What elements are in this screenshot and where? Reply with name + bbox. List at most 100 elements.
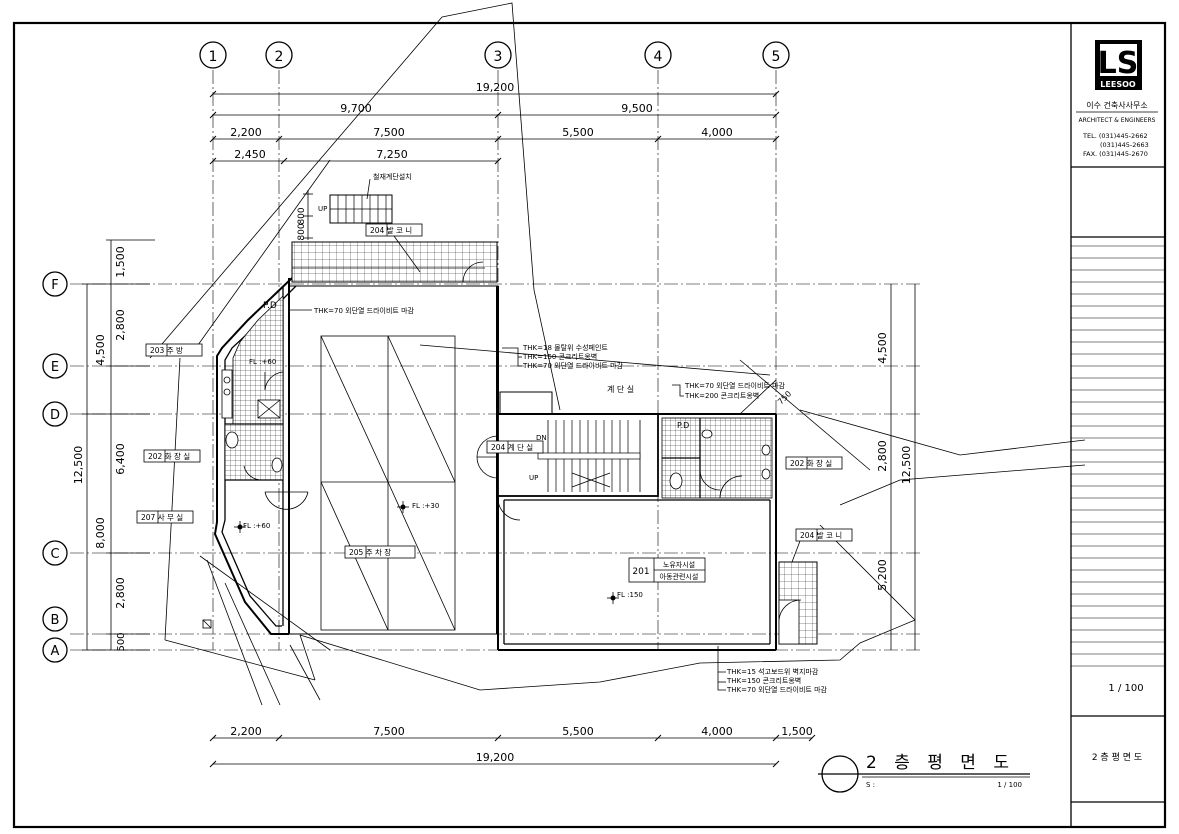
dim-left-1500: 1,500	[114, 246, 127, 278]
grid-axis-label: A	[51, 644, 60, 659]
drawing-title-text: 2 층 평 면 도	[866, 753, 1015, 773]
west-wing: P.D FL :+60 FL :+60	[202, 277, 309, 635]
grid-axis-label: 4	[654, 49, 663, 65]
dim-left-2800b: 2,800	[114, 577, 127, 609]
room-label-text: 205 주 차 장	[349, 547, 391, 557]
grid-axis-row-d: D	[42, 401, 68, 427]
room-label-text: 노유자시설	[663, 560, 695, 569]
room-label-text: 202 화 장 실	[148, 451, 190, 461]
grid-axis-label: 5	[772, 49, 781, 65]
dim-chamfer-750: 750	[776, 389, 793, 406]
grid-axis-label: 2	[275, 49, 284, 65]
dim-top-7250: 7,250	[376, 148, 408, 161]
dim-right-5200: 5,200	[876, 559, 889, 591]
grid-axis-row-b: B	[42, 606, 68, 632]
pd-marker-left: P.D	[263, 301, 277, 311]
dim-bottom-total: 19,200	[476, 751, 515, 764]
fl-kitchen: FL :+60	[249, 358, 276, 366]
firm-korean-name: 이수 건축사사무소	[1086, 100, 1147, 110]
grid-axis-row-a: A	[42, 637, 68, 663]
note-line: THK=15 석고보드위 벽지마감	[726, 667, 819, 676]
note-wall-bottom: THK=15 석고보드위 벽지마감 THK=150 콘크리트옹벽 THK=70 …	[717, 646, 828, 694]
room-label-text: 202 화 장 실	[790, 458, 832, 468]
grid-axis-label: 3	[494, 49, 503, 65]
title-block-drawing-name: 2 층 평 면 도	[1092, 752, 1142, 763]
room-label-203-kitchen: 203 주 방	[145, 343, 203, 357]
firm-english-name: ARCHITECT & ENGINEERS	[1079, 117, 1156, 124]
stair-hall-label: 계 단 실	[607, 384, 634, 394]
dim-left-6400: 6,400	[114, 443, 127, 475]
grid-axis-column-3: 3	[484, 41, 512, 69]
top-balcony	[291, 241, 498, 283]
dim-stair-800b: 800	[297, 223, 307, 240]
grid-axis-row-e: E	[42, 353, 68, 379]
note-wall-right: THK=70 외단열 드라이비트 마감 THK=200 콘크리트옹벽	[672, 381, 786, 400]
site-boundary-lines	[149, 2, 1086, 706]
room-label-204-balcony-right: 204 발 코 니	[791, 528, 853, 563]
room-label-204-stair: 204 계 단 실	[486, 440, 544, 454]
note-line: THK=150 콘크리트옹벽	[726, 676, 801, 685]
parking-area	[288, 285, 498, 635]
room-label-text: 204 발 코 니	[800, 531, 842, 540]
dimension-lines-left	[82, 239, 155, 651]
drawing-title: 2 층 평 면 도 S : 1 / 100	[818, 753, 1030, 793]
firm-logo: LS LEESOO	[1095, 40, 1142, 90]
note-line: THK=70 외단열 드라이비트 마감	[684, 381, 786, 390]
room-label-202-toilet-left: 202 화 장 실	[143, 449, 201, 463]
dim-right-4500: 4,500	[876, 332, 889, 364]
dimension-lines-right	[890, 284, 916, 650]
east-balcony	[778, 561, 818, 645]
grid-axis-label: D	[50, 408, 60, 423]
steel-stair-up: UP	[318, 205, 327, 213]
dim-top-4000: 4,000	[701, 126, 733, 139]
dim-top-9500: 9,500	[621, 102, 653, 115]
grid-axis-column-5: 5	[762, 41, 790, 69]
note-line: THK=18 몰탈위 수성페인트	[522, 343, 608, 352]
dim-top-9700: 9,700	[340, 102, 372, 115]
grid-axis-column-1: 1	[199, 41, 227, 69]
steel-stair	[303, 178, 393, 240]
firm-tel-2: (031)445-2663	[1100, 141, 1149, 149]
firm-fax: FAX. (031)445-2670	[1083, 150, 1148, 158]
dim-left-2800: 2,800	[114, 309, 127, 341]
grid-axis-label: 1	[209, 49, 218, 65]
dim-right-12500: 12,500	[900, 446, 913, 485]
grid-axis-label: E	[51, 360, 59, 375]
note-wall-mid: THK=18 몰탈위 수성페인트 THK=150 콘크리트옹벽 THK=70 외…	[502, 343, 624, 370]
note-line: THK=70 외단열 드라이비트 마감	[726, 685, 828, 694]
stair-up: UP	[529, 474, 538, 482]
title-block: LS LEESOO 이수 건축사사무소 ARCHITECT & ENGINEER…	[1070, 23, 1165, 827]
dimension-lines-top	[209, 90, 780, 165]
fl-main-room: FL :150	[617, 591, 643, 599]
drawing-scale-label: S :	[866, 781, 875, 789]
grid-axis-label: B	[51, 613, 60, 628]
dim-right-2800: 2,800	[876, 440, 889, 472]
grid-axis-column-2: 2	[265, 41, 293, 69]
dim-left-500: 500	[116, 632, 127, 651]
room-label-text: 207 사 무 실	[141, 512, 183, 522]
dim-stair-800a: 800	[297, 207, 307, 224]
dim-top-2450: 2,450	[234, 148, 266, 161]
room-label-number: 201	[632, 567, 649, 577]
room-label-text: 203 주 방	[150, 345, 183, 355]
dim-bottom-2200: 2,200	[230, 725, 262, 738]
stair-dn: DN	[536, 434, 547, 442]
dimension-lines-bottom	[209, 734, 816, 768]
grid-axis-label: C	[50, 547, 59, 562]
logo-name: LEESOO	[1100, 80, 1136, 89]
room-label-205-parking: 205 주 차 장	[344, 545, 416, 559]
dim-bottom-5500: 5,500	[562, 725, 594, 738]
dim-bottom-1500: 1,500	[781, 725, 813, 738]
room-label-204-balcony-top: 204 발 코 니	[365, 223, 423, 273]
room-label-text: 204 발 코 니	[370, 226, 412, 235]
title-block-rows	[1071, 236, 1165, 803]
dim-left-12500: 12,500	[72, 446, 85, 485]
grid-axis-column-4: 4	[644, 41, 672, 69]
sheet-border	[12, 21, 1167, 829]
logo-letters: LS	[1098, 46, 1139, 81]
room-label-202-toilet-right: 202 화 장 실	[785, 456, 843, 470]
room-label-201-main: 201 노유자시설 아동관련시설	[628, 557, 706, 583]
grid-lines	[70, 70, 920, 651]
title-block-scale: 1 / 100	[1108, 683, 1143, 694]
fl-parking: FL :+30	[412, 502, 439, 510]
